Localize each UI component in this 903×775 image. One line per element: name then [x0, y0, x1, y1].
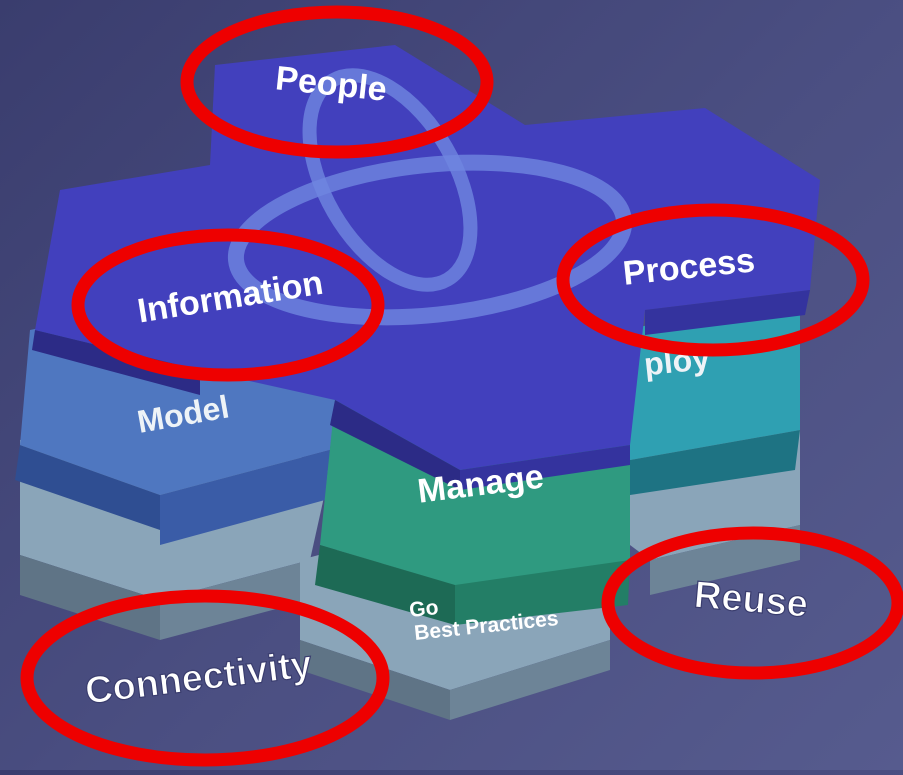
model-side-front [160, 450, 330, 545]
top-layer-edge-front [330, 400, 460, 490]
base-center-left [300, 640, 450, 720]
highlight-circle-information [71, 228, 385, 382]
base-left-side [20, 555, 160, 640]
manage-side-front [455, 560, 630, 625]
highlight-circle-process [556, 203, 870, 357]
highlight-circle-people [180, 5, 494, 159]
label-reuse: Reuse [692, 574, 809, 626]
top-layer-face [35, 45, 820, 470]
top-layer [32, 45, 820, 490]
base-right-side [650, 525, 800, 595]
manage-side-left [315, 545, 455, 625]
ring-vertical [302, 68, 478, 292]
deploy-side [630, 430, 800, 495]
label-connectivity: Connectivity [83, 643, 314, 712]
highlight-circle-reuse [601, 526, 903, 680]
top-layer-edge-far [645, 290, 810, 335]
highlight-circle-connectivity [20, 589, 390, 767]
model-side-left [15, 445, 160, 530]
top-layer-edge-right [460, 445, 630, 490]
top-layer-edge-left [32, 330, 200, 395]
base-center-front [450, 640, 610, 720]
highlight-circles [20, 5, 903, 767]
label-governance-partial: Go [408, 596, 439, 622]
